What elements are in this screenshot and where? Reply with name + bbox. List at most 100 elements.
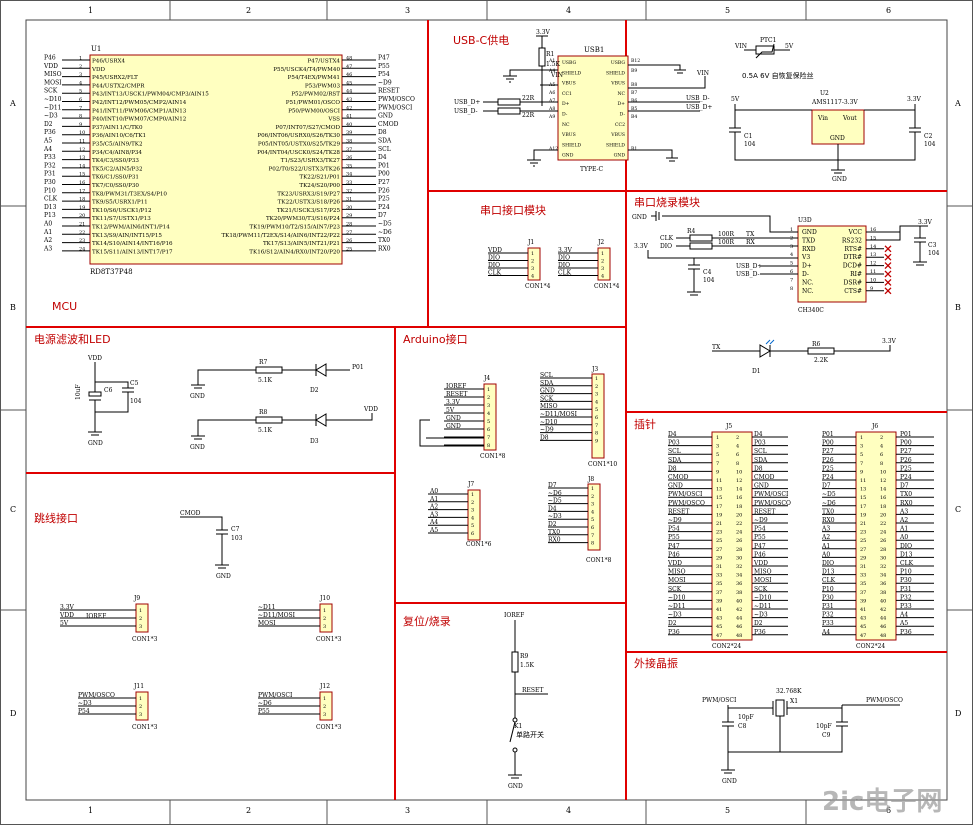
ard-j7-net: A0 xyxy=(429,488,438,495)
u3-pin-right-num: 13 xyxy=(870,252,876,258)
reset-net: RESET xyxy=(522,687,543,694)
u1-pin-right-num: 32 xyxy=(346,188,352,194)
u3-pin-left: NC. xyxy=(802,279,814,286)
col-label-6b: 6 xyxy=(886,806,891,815)
u1-pin-left-name: TK14/S10/AIN14/INT16/P16 xyxy=(92,241,173,247)
pin-j6-net-left: ~D6 xyxy=(822,500,836,507)
pin-j6-num-odd: 27 xyxy=(860,547,866,553)
usb1-pin-right-num: B1 xyxy=(631,146,637,152)
pin-j6-num-even: 24 xyxy=(880,530,886,536)
usb1-pin-right-num: B4 xyxy=(631,114,637,120)
row-label-c2: C xyxy=(955,505,961,514)
u1-pin-right-name: TK18/PWM11/T2EX/S14/AIN6/INT22/P22 xyxy=(221,233,340,239)
pin-j5-net-left: PWM/OSCI xyxy=(668,491,703,498)
border-labels: 1 2 3 4 5 6 1 2 3 4 5 6 A B C D A B C D xyxy=(9,6,961,815)
pin-j6-num-odd: 39 xyxy=(860,598,866,604)
u1-pin-right-num: 35 xyxy=(346,163,352,169)
pin-j6-net-right: P24 xyxy=(900,474,912,481)
col-label-4b: 4 xyxy=(566,806,571,815)
usb1-body xyxy=(557,55,629,161)
ard-j3-num: 8 xyxy=(595,431,598,437)
pin-j5-num-odd: 25 xyxy=(716,538,722,544)
u1-pin-right-name: TK23/USRX3/S19/P27 xyxy=(277,191,340,197)
ard-j4-num: 1 xyxy=(487,387,490,393)
ard-j8-net: D7 xyxy=(548,482,557,489)
u1-pin-left-name: P35/C5/AIN9/TK2 xyxy=(92,142,143,148)
uart-j2-net: DIO xyxy=(558,262,570,269)
jmp-j9-num: 3 xyxy=(139,624,142,630)
ard-j8-num: 7 xyxy=(591,533,594,539)
pin-j5-num-even: 44 xyxy=(736,616,742,622)
ard-j8-net: D2 xyxy=(548,521,557,528)
pin-j6-num-odd: 17 xyxy=(860,504,866,510)
pin-j6-num-odd: 33 xyxy=(860,573,866,579)
usb1-pin-left-num: A4 xyxy=(548,68,555,74)
uart-usb-dm: USB_D- xyxy=(736,271,760,278)
uart-j1-net: VDD xyxy=(487,247,502,254)
u1-pin-left-name: TK8/PWM31/T3EX/S4/P10 xyxy=(92,191,167,197)
u2-part: AMS1117-3.3V xyxy=(811,99,858,106)
j6-ref: J6 xyxy=(871,423,878,430)
pin-j6-num-even: 44 xyxy=(880,616,886,622)
u3-pin-left: D- xyxy=(802,271,809,278)
uart-j1-num: 3 xyxy=(531,266,534,272)
ard-j3-net: ~D10 xyxy=(540,419,558,426)
u1-pin-right-num: 30 xyxy=(346,205,352,211)
section-title-arduino: Arduino接口 xyxy=(403,333,468,346)
u1-pin-left-name: TK15/S11/AIN13/INT17/P17 xyxy=(92,249,173,255)
u1-pin-left-name: P45/USRX2/FLT xyxy=(92,75,138,81)
j11-val: CON1*3 xyxy=(132,724,158,731)
pin-j6-num-odd: 19 xyxy=(860,512,866,518)
col-label-3b: 3 xyxy=(405,806,410,815)
u1-net-right: P25 xyxy=(378,196,390,203)
pin-j6-num-odd: 1 xyxy=(860,435,863,441)
u3-pin-left-num: 4 xyxy=(790,252,793,258)
u1-body xyxy=(89,54,343,265)
usb1-pin-right: VBUS xyxy=(610,81,625,87)
xtal-osci: PWM/OSCI xyxy=(702,697,737,704)
r6-ref: R6 xyxy=(812,341,821,348)
pin-j6-num-odd: 5 xyxy=(860,452,863,458)
j3-ref: J3 xyxy=(591,366,598,373)
pin-j6-net-right: P32 xyxy=(900,594,912,601)
pin-j6-num-odd: 31 xyxy=(860,564,866,570)
u3-pin-right: RS232 xyxy=(842,237,862,244)
ptc-ref: PTC1 xyxy=(760,37,776,44)
c8-ref: C8 xyxy=(738,723,747,730)
u1-net-left: A5 xyxy=(43,138,52,145)
u1-pin-right-name: TK17/S13/AIN5/INT21/P21 xyxy=(263,241,340,247)
pin-j6-net-left: P24 xyxy=(822,474,834,481)
r8-ref: R8 xyxy=(259,409,268,416)
jmp-j11-net: ~D3 xyxy=(78,700,92,707)
jmp-j9-net: VDD xyxy=(59,612,74,619)
u1-pin-left-name: P41/INT11/PWM06/CMP1/AIN13 xyxy=(92,108,187,114)
pin-j6-net-left: P00 xyxy=(822,440,834,447)
pin-j5-net-right: MISO xyxy=(754,569,772,576)
uart-clk: CLK xyxy=(660,235,674,242)
usb1-pin-right: USBG xyxy=(611,60,625,66)
usb1-pin-right: D- xyxy=(620,112,626,118)
u1-net-right: SDA xyxy=(378,138,392,145)
c7-ref: C7 xyxy=(231,526,240,533)
c6-ref: C6 xyxy=(104,387,113,394)
usb1-pin-right: VBUS xyxy=(610,132,625,138)
u1-net-right: GND xyxy=(378,113,393,120)
u2-vout: Vout xyxy=(842,115,857,122)
u1-net-right: P26 xyxy=(378,187,390,194)
row-label-d: D xyxy=(10,709,16,718)
pin-j5-net-left: CMOD xyxy=(668,474,689,481)
u1-net-right: P47 xyxy=(378,55,390,62)
jmp-j11-num: 3 xyxy=(139,712,142,718)
jmp-j10-net: ~D11/MOSI xyxy=(258,612,296,619)
pin-j5-net-right: P03 xyxy=(754,440,766,447)
u3-pin-left: V3 xyxy=(801,254,810,261)
pin-j6-net-left: TX0 xyxy=(822,508,834,515)
c3-ref: C3 xyxy=(928,242,937,249)
pin-j5-num-odd: 23 xyxy=(716,530,722,536)
pin-j6-net-left: A0 xyxy=(821,551,830,558)
jmp-j11-num: 2 xyxy=(139,704,142,710)
ard-j3-net: ~D11/MOSI xyxy=(540,411,578,418)
